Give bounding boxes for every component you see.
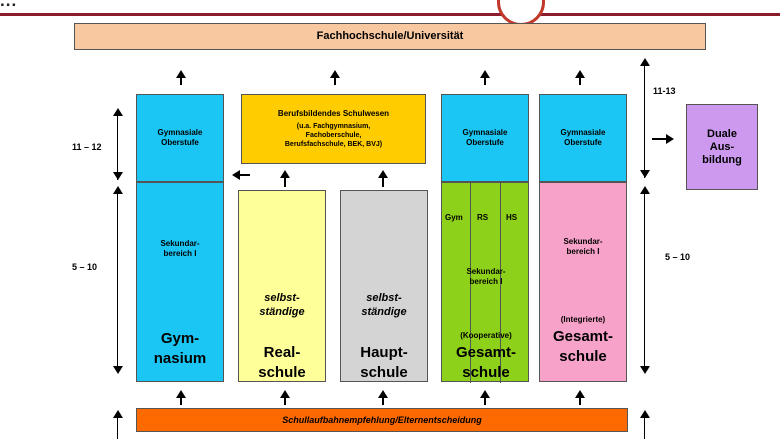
koop-upper-box: Gymnasiale Oberstufe [441,94,529,182]
age-label-right: 5 – 10 [665,252,691,262]
age-range-line [117,416,118,439]
age-range-line [644,62,645,178]
header-bar [0,0,780,20]
vocational-title: Berufsbildendes Schulwesen [277,109,390,118]
int-upper-box: Gymnasiale Oberstufe [539,94,627,182]
arrow-stem [284,397,286,405]
age-range-line [644,190,645,370]
arrow-up [480,70,490,78]
arrow-stem [180,397,182,405]
arrow-stem [180,77,182,85]
arrow-stem [382,397,384,405]
realschule-kind: selbst-ständige [259,292,305,318]
vocational-detail-1: (u.a. Fachgymnasium, [296,123,371,130]
university-label: Fachhochschule/Universität [316,30,464,42]
realschule-box: selbst-ständige Real-schule [238,190,326,382]
age-range-arrow-bottom [640,170,650,178]
arrow-up [280,170,290,178]
arrow-left [232,170,240,180]
age-label-upper: 11 – 12 [72,142,102,152]
vocational-detail-3: Berufsfachschule, BEK, BVJ) [284,141,383,148]
age-range-arrow-bottom [640,366,650,374]
age-label-lower: 5 – 10 [72,262,98,272]
koop-column-divider [500,183,501,383]
arrow-stem [652,138,666,140]
koop-name: Gesamt-schule [455,344,517,381]
arrow-up [575,70,585,78]
koop-upper-label: Gymnasiale Oberstufe [462,128,508,147]
hauptschule-box: selbst-ständige Haupt-schule [340,190,428,382]
dual-training-label: Duale Aus-bildung [702,127,742,166]
arrow-up [330,70,340,78]
gymnasium-lower-box: Sekundar-bereich I Gym-nasium [136,182,224,382]
koop-col-hs: HS [506,213,518,222]
arrow-right [666,134,674,144]
age-label-duale: 11-13 [653,86,676,96]
gymnasium-upper-label: Gymnasiale Oberstufe [157,128,203,147]
age-range-line [117,190,118,370]
arrow-stem [579,77,581,85]
arrow-up [378,170,388,178]
int-lower-box: Sekundar-bereich I (Integrierte) Gesamt-… [539,182,627,382]
int-name: Gesamt-schule [552,328,614,365]
school-recommendation-bar: Schullaufbahnempfehlung/Elternentscheidu… [136,408,628,432]
age-range-arrow-top [113,108,123,116]
arrow-up [280,390,290,398]
dual-training-box: Duale Aus-bildung [686,104,758,190]
koop-kind: (Kooperative) [460,331,512,340]
header-title: ... [0,0,18,10]
koop-col-rs: RS [477,213,489,222]
int-secondary-label: Sekundar-bereich I [563,237,603,256]
gymnasium-upper-box: Gymnasiale Oberstufe [136,94,224,182]
arrow-up [378,390,388,398]
age-range-line [644,416,645,439]
arrow-stem [240,174,250,176]
arrow-stem [484,397,486,405]
koop-column-divider [470,183,471,383]
int-kind: (Integrierte) [560,315,606,324]
gymnasium-name: Gym-nasium [153,330,207,367]
age-range-arrow-top [640,410,650,418]
age-range-arrow-bottom [113,172,123,180]
arrow-up [575,390,585,398]
arrow-stem [579,397,581,405]
vocational-detail-2: Fachoberschule, [305,132,362,139]
realschule-name: Real-schule [258,344,306,381]
arrow-stem [334,77,336,85]
age-range-arrow-bottom [113,366,123,374]
hauptschule-kind: selbst-ständige [361,292,407,318]
koop-lower-box: Gym RS HS Sekundar-bereich I (Kooperativ… [441,182,529,383]
school-recommendation-label: Schullaufbahnempfehlung/Elternentscheidu… [282,415,482,425]
arrow-stem [284,177,286,187]
hauptschule-name: Haupt-schule [360,344,408,381]
koop-col-gym: Gym [445,213,463,222]
vocational-box: Berufsbildendes Schulwesen (u.a. Fachgym… [241,94,426,164]
age-range-arrow-top [113,186,123,194]
koop-secondary-label: Sekundar-bereich I [466,267,506,286]
university-box: Fachhochschule/Universität [74,23,706,50]
arrow-up [176,70,186,78]
gymnasium-secondary-label: Sekundar-bereich I [160,239,200,258]
header-divider [0,13,780,16]
int-upper-label: Gymnasiale Oberstufe [560,128,606,147]
arrow-up [480,390,490,398]
age-range-arrow-top [640,186,650,194]
age-range-arrow-top [640,58,650,66]
arrow-up [176,390,186,398]
arrow-stem [484,77,486,85]
age-range-arrow-top [113,410,123,418]
age-range-line [117,112,118,180]
arrow-stem [382,177,384,187]
